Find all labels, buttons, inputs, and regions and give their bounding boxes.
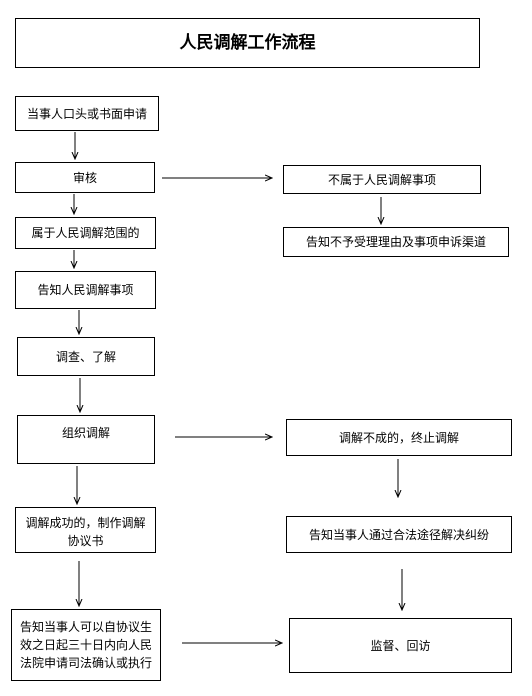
step-supervise-text: 监督、回访 bbox=[370, 638, 431, 653]
step-court-line2: 效之日起三十日内向人民 bbox=[19, 638, 152, 652]
step-no-accept: 告知不予受理理由及事项申诉渠道 bbox=[283, 227, 509, 257]
step-apply-text: 当事人口头或书面申请 bbox=[26, 106, 147, 121]
flowchart-title: 人民调解工作流程 bbox=[15, 18, 480, 68]
step-success-line2: 协议书 bbox=[67, 534, 104, 548]
step-investigate: 调查、了解 bbox=[17, 337, 155, 376]
step-supervise: 监督、回访 bbox=[289, 618, 512, 673]
step-court-line1: 告知当事人可以自协议生 bbox=[19, 620, 152, 634]
step-not-in-scope: 不属于人民调解事项 bbox=[283, 165, 481, 194]
step-no-accept-text: 告知不予受理理由及事项申诉渠道 bbox=[305, 235, 486, 249]
step-success-line1: 调解成功的，制作调解 bbox=[25, 516, 146, 530]
step-legal-way: 告知当事人通过合法途径解决纠纷 bbox=[286, 516, 512, 553]
step-court-line3: 法院申请司法确认或执行 bbox=[19, 656, 152, 670]
step-court: 告知当事人可以自协议生 效之日起三十日内向人民 法院申请司法确认或执行 bbox=[11, 609, 161, 681]
step-not-in-scope-text: 不属于人民调解事项 bbox=[327, 172, 436, 187]
step-investigate-text: 调查、了解 bbox=[55, 349, 116, 364]
step-success: 调解成功的，制作调解 协议书 bbox=[15, 507, 156, 553]
step-failed-text: 调解不成的，终止调解 bbox=[338, 430, 459, 445]
flowchart-title-text: 人民调解工作流程 bbox=[179, 33, 316, 53]
step-organize-text: 组织调解 bbox=[61, 426, 110, 440]
step-notify-matter-text: 告知人民调解事项 bbox=[37, 283, 134, 297]
step-notify-matter: 告知人民调解事项 bbox=[15, 271, 156, 309]
step-review: 审核 bbox=[15, 162, 155, 193]
step-legal-way-text: 告知当事人通过合法途径解决纠纷 bbox=[308, 527, 489, 542]
step-organize: 组织调解 bbox=[17, 415, 155, 464]
step-in-scope: 属于人民调解范围的 bbox=[15, 217, 156, 249]
step-in-scope-text: 属于人民调解范围的 bbox=[31, 226, 140, 240]
step-review-text: 审核 bbox=[72, 170, 97, 185]
step-apply: 当事人口头或书面申请 bbox=[15, 96, 159, 131]
step-failed: 调解不成的，终止调解 bbox=[286, 419, 512, 456]
